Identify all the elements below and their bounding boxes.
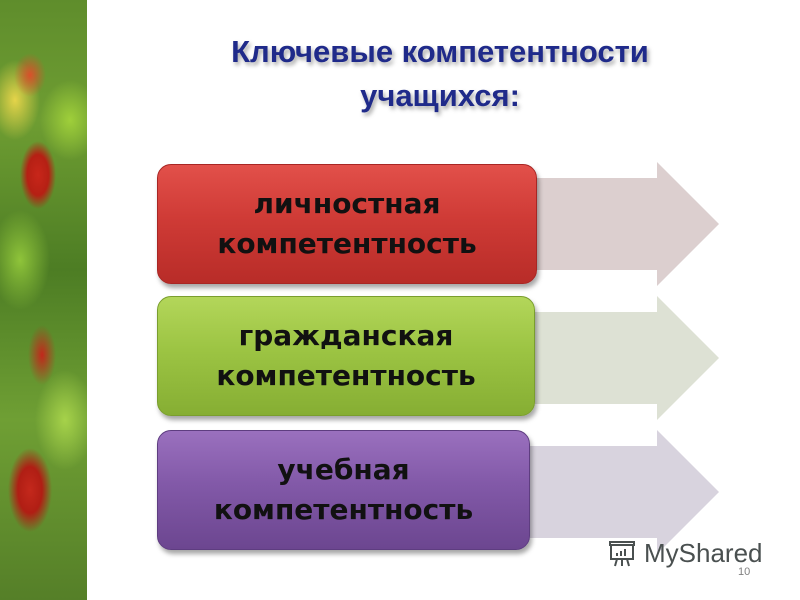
arrow-2: [500, 296, 720, 420]
personal-competence-box: личностная компетентность: [157, 164, 537, 284]
box-3-line-2: компетентность: [213, 493, 474, 526]
watermark-text: MyShared: [644, 538, 763, 568]
arrow-1: [500, 162, 720, 286]
slide-title: Ключевые компетентности учащихся:: [150, 30, 730, 118]
box-1-line-1: личностная: [253, 187, 441, 220]
title-line-1: Ключевые компетентности: [231, 34, 649, 69]
presentation-chart-icon: [609, 540, 635, 566]
box-2-line-1: гражданская: [238, 319, 454, 352]
title-line-2: учащихся:: [360, 78, 520, 113]
myshared-watermark: MyShared: [606, 538, 763, 569]
learning-competence-box: учебная компетентность: [157, 430, 530, 550]
page-number: 10: [738, 566, 751, 578]
box-1-line-2: компетентность: [217, 227, 477, 260]
box-3-line-1: учебная: [277, 453, 410, 486]
rowan-berries-photo: [0, 0, 87, 600]
box-2-line-2: компетентность: [216, 359, 476, 392]
arrow-3: [500, 430, 720, 554]
civic-competence-box: гражданская компетентность: [157, 296, 535, 416]
